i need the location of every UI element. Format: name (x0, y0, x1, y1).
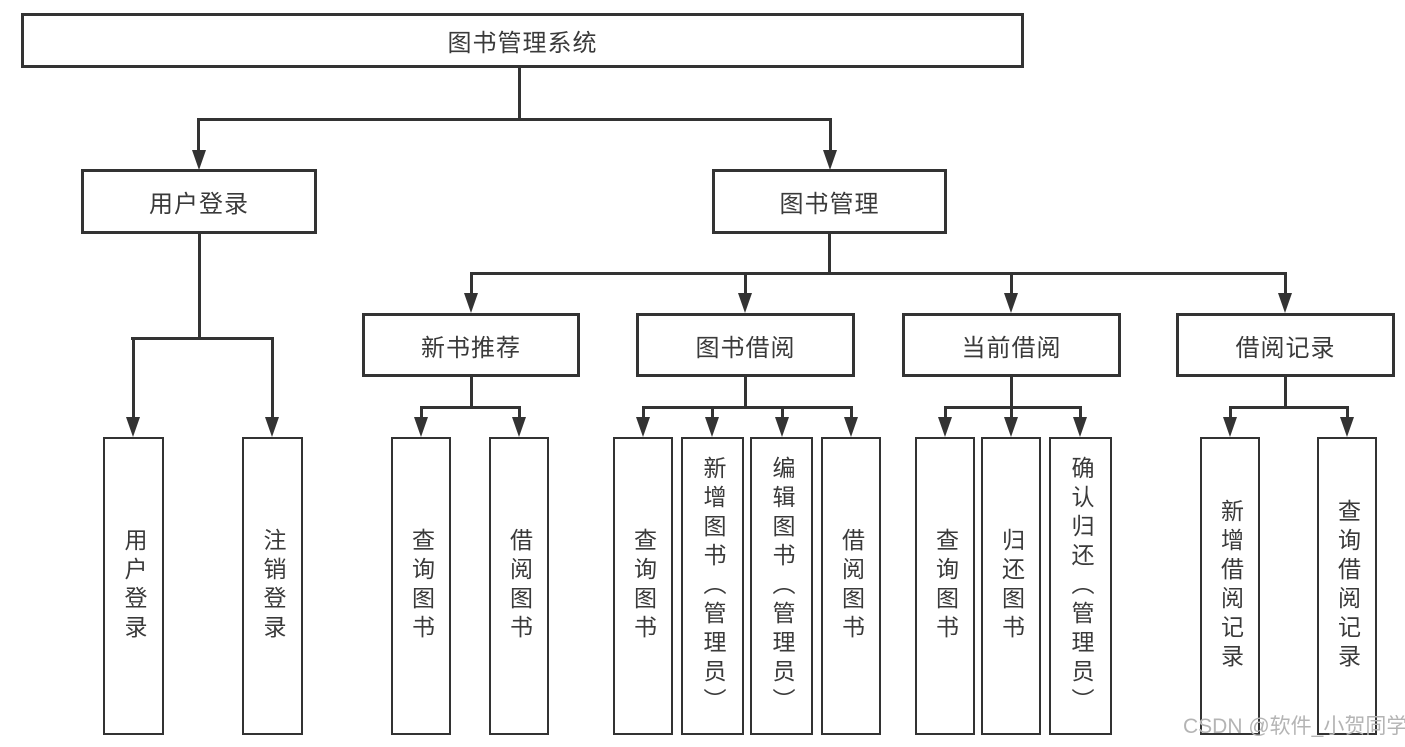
connector-line (829, 118, 832, 151)
connector-line (470, 377, 473, 409)
leaf-label: 查询图书 (932, 528, 959, 644)
connector-line (1079, 406, 1082, 418)
arrow-down-icon (636, 417, 650, 437)
connector-line (1346, 406, 1349, 418)
node-label: 当前借阅 (961, 334, 1062, 362)
connector-line (1284, 272, 1287, 294)
connector-line (642, 406, 853, 409)
arrow-down-icon (1073, 417, 1087, 437)
connector-bookmgmt-hbar (470, 272, 1287, 275)
leaf-query-books-recommend: 查询图书 (391, 437, 451, 735)
leaf-borrow-books: 借阅图书 (821, 437, 881, 735)
connector-line (744, 272, 747, 294)
leaf-label: 用户登录 (121, 528, 147, 644)
arrow-down-icon (705, 417, 719, 437)
node-current-borrow: 当前借阅 (902, 313, 1121, 377)
leaf-user-login: 用户登录 (103, 437, 164, 735)
connector-line (944, 406, 947, 418)
arrow-down-icon (738, 293, 752, 313)
connector-line (1284, 377, 1287, 409)
arrow-down-icon (1278, 293, 1292, 313)
connector-line (1010, 406, 1013, 418)
node-label: 图书借阅 (695, 334, 796, 362)
connector-line (781, 406, 784, 418)
arrow-down-icon (938, 417, 952, 437)
node-user-login-label: 用户登录 (149, 191, 249, 218)
leaf-label: 编辑图书（管理员） (769, 455, 795, 717)
connector-line (744, 377, 747, 409)
leaf-label: 新增借阅记录 (1217, 499, 1244, 673)
connector-line (1229, 406, 1232, 418)
leaf-label: 确认归还（管理员） (1068, 455, 1094, 717)
node-label: 新书推荐 (421, 334, 521, 362)
csdn-watermark: CSDN @软件_小贺同学 (1183, 715, 1405, 738)
connector-line (1010, 377, 1013, 409)
leaf-add-book-admin: 新增图书（管理员） (681, 437, 744, 735)
leaf-edit-book-admin: 编辑图书（管理员） (750, 437, 813, 735)
arrow-down-icon (1004, 417, 1018, 437)
connector-line (197, 118, 200, 151)
connector-line (1229, 406, 1349, 409)
connector-line (518, 406, 521, 418)
node-book-management: 图书管理 (712, 169, 947, 234)
connector-line (420, 406, 423, 418)
leaf-label: 借阅图书 (506, 528, 533, 644)
connector-line (1010, 272, 1013, 294)
leaf-confirm-return-admin: 确认归还（管理员） (1049, 437, 1112, 735)
connector-line (271, 337, 274, 417)
node-root-label: 图书管理系统 (447, 30, 598, 57)
leaf-query-borrow-record: 查询借阅记录 (1317, 437, 1377, 735)
connector-line (944, 406, 1082, 409)
arrow-down-icon (844, 417, 858, 437)
connector-userlogin-stem (198, 234, 201, 340)
node-label: 借阅记录 (1235, 334, 1336, 362)
leaf-query-books-current: 查询图书 (915, 437, 975, 735)
leaf-add-borrow-record: 新增借阅记录 (1200, 437, 1260, 735)
node-user-login-branch: 用户登录 (81, 169, 317, 234)
arrow-down-icon (192, 150, 206, 170)
connector-line (470, 272, 473, 294)
leaf-label: 归还图书 (998, 528, 1025, 644)
arrow-down-icon (414, 417, 428, 437)
leaf-borrow-books-recommend: 借阅图书 (489, 437, 549, 735)
arrow-down-icon (512, 417, 526, 437)
connector-userlogin-hbar (131, 337, 274, 340)
connector-line (642, 406, 645, 418)
node-book-management-label: 图书管理 (779, 191, 880, 218)
node-borrow-records: 借阅记录 (1176, 313, 1395, 377)
leaf-label: 查询图书 (630, 528, 657, 644)
arrow-down-icon (1340, 417, 1354, 437)
arrow-down-icon (823, 150, 837, 170)
leaf-label: 借阅图书 (838, 528, 865, 644)
node-root: 图书管理系统 (21, 13, 1024, 68)
leaf-label: 查询借阅记录 (1334, 499, 1361, 673)
node-book-borrow: 图书借阅 (636, 313, 855, 377)
connector-bookmgmt-stem (828, 234, 831, 275)
connector-line (711, 406, 714, 418)
connector-line (132, 337, 135, 417)
arrow-down-icon (126, 417, 140, 437)
arrow-down-icon (1004, 293, 1018, 313)
leaf-label: 注销登录 (260, 528, 286, 644)
leaf-query-books-borrow: 查询图书 (613, 437, 673, 735)
leaf-return-book: 归还图书 (981, 437, 1041, 735)
connector-root-stem (518, 68, 521, 121)
arrow-down-icon (1223, 417, 1237, 437)
leaf-label: 查询图书 (408, 528, 435, 644)
connector-line (850, 406, 853, 418)
arrow-down-icon (464, 293, 478, 313)
arrow-down-icon (775, 417, 789, 437)
leaf-label: 新增图书（管理员） (700, 455, 726, 717)
node-new-book-recommend: 新书推荐 (362, 313, 580, 377)
leaf-logout: 注销登录 (242, 437, 303, 735)
connector-root-hbar (197, 118, 831, 121)
arrow-down-icon (265, 417, 279, 437)
connector-line (420, 406, 521, 409)
